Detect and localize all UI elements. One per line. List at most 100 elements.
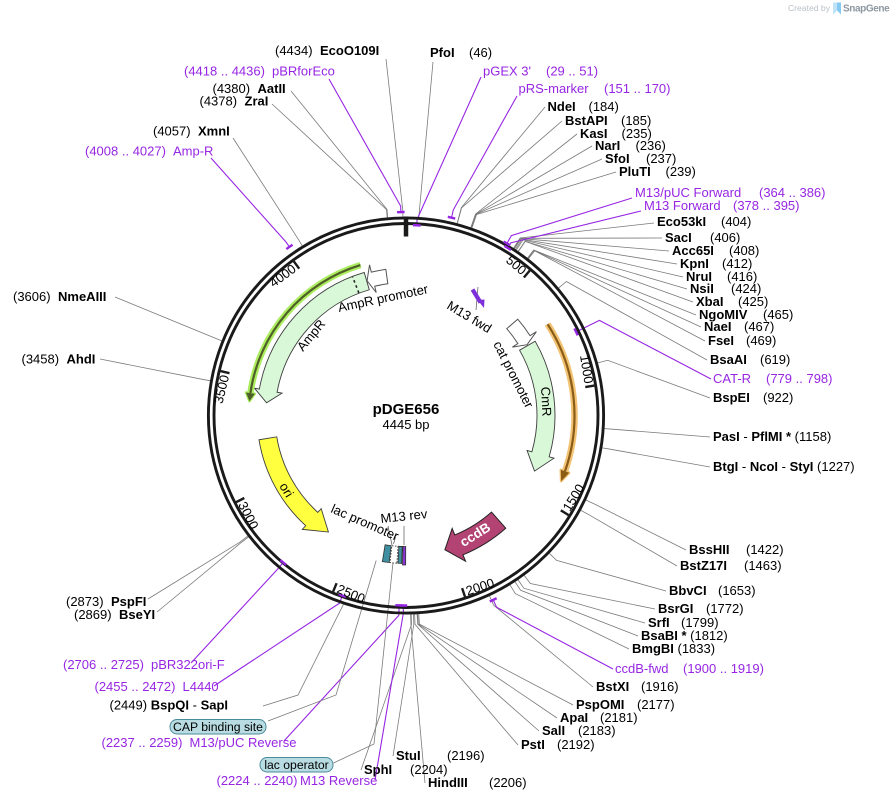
- svg-text:(412): (412): [722, 256, 752, 271]
- svg-text:(1916): (1916): [641, 679, 679, 694]
- svg-text:BbvCI: BbvCI: [669, 583, 707, 598]
- svg-text:FseI: FseI: [708, 333, 734, 348]
- svg-text:1000: 1000: [577, 354, 596, 385]
- svg-text:(2455 .. 2472): (2455 .. 2472): [95, 679, 176, 694]
- svg-text:(619): (619): [760, 352, 790, 367]
- svg-text:(185): (185): [621, 113, 651, 128]
- svg-text:M13/pUC Reverse: M13/pUC Reverse: [190, 735, 297, 750]
- svg-text:SalI: SalI: [542, 723, 565, 738]
- svg-text:ZraI: ZraI: [245, 94, 269, 109]
- svg-text:pBRforEco: pBRforEco: [272, 64, 335, 79]
- svg-text:KasI: KasI: [580, 126, 607, 141]
- svg-text:(922): (922): [763, 390, 793, 405]
- svg-text:BstAPI: BstAPI: [565, 113, 608, 128]
- svg-text:HindIII: HindIII: [428, 775, 468, 790]
- svg-text:PspOMI: PspOMI: [576, 697, 624, 712]
- svg-text:(237): (237): [646, 151, 676, 166]
- svg-text:(2177): (2177): [637, 697, 675, 712]
- svg-text:BstZ17I: BstZ17I: [680, 558, 727, 573]
- svg-text:BsrGI: BsrGI: [658, 601, 693, 616]
- svg-text:M13 Reverse: M13 Reverse: [300, 773, 377, 788]
- svg-text:XmnI: XmnI: [198, 124, 230, 139]
- svg-text:Amp-R: Amp-R: [173, 144, 213, 159]
- svg-text:PstI: PstI: [521, 737, 545, 752]
- svg-text:SacI: SacI: [665, 230, 692, 245]
- svg-text:pRS-marker: pRS-marker: [519, 81, 590, 96]
- svg-text:KpnI: KpnI: [680, 256, 709, 271]
- svg-text:(2224 .. 2240): (2224 .. 2240): [217, 773, 298, 788]
- svg-text:SphI: SphI: [364, 762, 392, 777]
- svg-text:3500: 3500: [211, 373, 232, 405]
- svg-text:SfoI: SfoI: [605, 151, 630, 166]
- svg-text:(2183): (2183): [578, 723, 616, 738]
- svg-text:(2192): (2192): [557, 737, 595, 752]
- svg-text:NruI: NruI: [686, 269, 712, 284]
- svg-text:BspEI: BspEI: [713, 390, 750, 405]
- svg-text:AatII: AatII: [258, 81, 286, 96]
- svg-text:AhdI: AhdI: [67, 352, 96, 367]
- svg-text:(378 .. 395): (378 .. 395): [733, 198, 800, 213]
- svg-text:(1653): (1653): [718, 583, 756, 598]
- svg-text:(4418 .. 4436): (4418 .. 4436): [184, 64, 265, 79]
- svg-text:L4440: L4440: [183, 679, 219, 694]
- svg-text:(465): (465): [763, 307, 793, 322]
- svg-text:(467): (467): [744, 319, 774, 334]
- svg-text:(4380): (4380): [213, 81, 251, 96]
- svg-text:(4378): (4378): [200, 94, 238, 109]
- svg-text:NsiI: NsiI: [690, 281, 714, 296]
- svg-text:EcoO109I: EcoO109I: [320, 43, 379, 58]
- svg-text:StuI: StuI: [396, 748, 421, 763]
- svg-text:NmeAIII: NmeAIII: [58, 289, 106, 304]
- svg-text:NgoMIV: NgoMIV: [699, 307, 748, 322]
- svg-text:(408): (408): [729, 243, 759, 258]
- svg-text:BseYI: BseYI: [119, 607, 155, 622]
- svg-text:(4434): (4434): [275, 43, 313, 58]
- svg-text:(2196): (2196): [447, 748, 485, 763]
- svg-text:BssHII: BssHII: [689, 542, 729, 557]
- svg-text:(2206): (2206): [489, 775, 527, 790]
- svg-text:(2706 .. 2725): (2706 .. 2725): [63, 657, 144, 672]
- svg-text:XbaI: XbaI: [696, 294, 723, 309]
- svg-text:BsaBI * (1812): BsaBI * (1812): [641, 628, 728, 643]
- svg-text:(424): (424): [731, 281, 761, 296]
- svg-text:(4057): (4057): [153, 124, 191, 139]
- svg-text:(404): (404): [721, 214, 751, 229]
- svg-text:BtgI - NcoI - StyI (1227): BtgI - NcoI - StyI (1227): [713, 459, 855, 474]
- svg-text:(235): (235): [622, 126, 652, 141]
- svg-text:ApaI: ApaI: [560, 710, 588, 725]
- svg-text:pBR322ori-F: pBR322ori-F: [151, 657, 225, 672]
- svg-text:M13 Forward: M13 Forward: [644, 198, 721, 213]
- svg-text:PfoI: PfoI: [430, 45, 455, 60]
- svg-text:(3606): (3606): [13, 289, 51, 304]
- svg-text:NaeI: NaeI: [704, 319, 731, 334]
- svg-text:(416): (416): [727, 269, 757, 284]
- svg-text:NarI: NarI: [595, 138, 620, 153]
- svg-text:Eco53kI: Eco53kI: [657, 214, 706, 229]
- svg-text:(46): (46): [469, 45, 492, 60]
- svg-text:(1463): (1463): [744, 558, 782, 573]
- svg-text:Created by: Created by: [788, 3, 831, 13]
- svg-text:PluTI: PluTI: [619, 164, 651, 179]
- svg-text:M13 rev: M13 rev: [380, 506, 429, 526]
- svg-text:(2181): (2181): [600, 710, 638, 725]
- svg-text:SrfI: SrfI: [648, 615, 670, 630]
- svg-text:BmgBI (1833): BmgBI (1833): [632, 641, 715, 656]
- svg-text:(2237 .. 2259): (2237 .. 2259): [102, 735, 183, 750]
- svg-text:4445 bp: 4445 bp: [383, 417, 430, 432]
- svg-text:SnapGene: SnapGene: [843, 4, 890, 15]
- svg-text:(2449) BspQI - SapI: (2449) BspQI - SapI: [110, 698, 229, 713]
- svg-text:PspFI: PspFI: [111, 594, 146, 609]
- svg-text:ccdB-fwd: ccdB-fwd: [615, 661, 668, 676]
- svg-text:(184): (184): [589, 99, 619, 114]
- svg-text:pDGE656: pDGE656: [373, 401, 440, 418]
- svg-text:NdeI: NdeI: [548, 99, 576, 114]
- svg-text:(779 .. 798): (779 .. 798): [766, 371, 833, 386]
- svg-text:PasI - PflMI * (1158): PasI - PflMI * (1158): [713, 429, 831, 444]
- svg-text:BstXI: BstXI: [596, 679, 629, 694]
- svg-text:(2204): (2204): [410, 762, 448, 777]
- svg-text:Acc65I: Acc65I: [672, 243, 714, 258]
- svg-text:M13/pUC Forward: M13/pUC Forward: [635, 185, 741, 200]
- svg-text:(3458): (3458): [22, 352, 60, 367]
- svg-text:pGEX 3': pGEX 3': [483, 64, 531, 79]
- svg-text:(2869): (2869): [74, 607, 112, 622]
